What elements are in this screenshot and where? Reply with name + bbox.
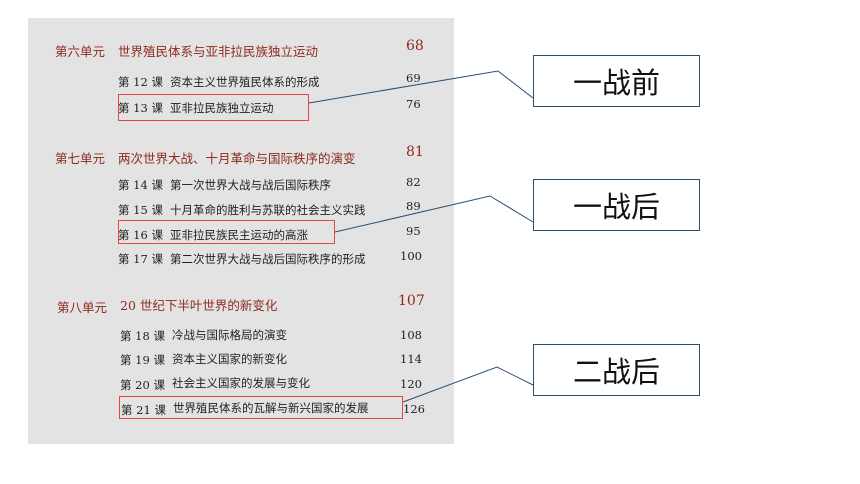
lesson-title: 第一次世界大战与战后国际秩序 — [170, 178, 331, 192]
unit-page: 68 — [406, 38, 424, 54]
unit-label: 第七单元 — [55, 151, 106, 166]
lesson-number: 第 18 课 — [120, 329, 165, 343]
lesson-title: 亚非拉民族独立运动 — [170, 101, 274, 115]
unit-title: 20 世纪下半叶世界的新变化 — [120, 298, 278, 313]
unit-page: 81 — [406, 144, 424, 160]
callout-box: 二战后 — [533, 344, 700, 396]
lesson-number: 第 12 课 — [118, 75, 163, 89]
callout-text: 一战后 — [572, 190, 660, 224]
lesson-title: 社会主义国家的发展与变化 — [172, 376, 310, 390]
table-of-contents — [28, 18, 454, 444]
lesson-number: 第 17 课 — [118, 252, 163, 266]
lesson-title: 资本主义国家的新变化 — [172, 352, 287, 366]
lesson-page: 69 — [406, 71, 421, 85]
leader-line — [334, 195, 534, 233]
leader-line — [402, 366, 534, 403]
lesson-page: 76 — [406, 97, 421, 111]
lesson-page: 126 — [403, 402, 425, 416]
highlight-box — [118, 220, 335, 244]
lesson-title: 冷战与国际格局的演变 — [172, 328, 287, 342]
lesson-number: 第 14 课 — [118, 178, 163, 192]
leader-line — [308, 70, 534, 104]
unit-page: 107 — [398, 293, 425, 309]
unit-label: 第六单元 — [55, 44, 106, 59]
lesson-title: 资本主义世界殖民体系的形成 — [170, 75, 320, 89]
unit-title: 世界殖民体系与亚非拉民族独立运动 — [118, 44, 319, 59]
highlight-box — [119, 396, 403, 419]
lesson-title: 十月革命的胜利与苏联的社会主义实践 — [170, 203, 366, 217]
lesson-page: 100 — [400, 249, 422, 263]
lesson-page: 89 — [406, 199, 421, 213]
lesson-title: 亚非拉民族民主运动的高涨 — [170, 228, 308, 242]
unit-label: 第八单元 — [57, 300, 108, 315]
lesson-number: 第 13 课 — [118, 101, 163, 115]
lesson-page: 114 — [400, 352, 422, 366]
lesson-number: 第 19 课 — [120, 353, 165, 367]
lesson-page: 95 — [406, 224, 421, 238]
callout-text: 二战后 — [572, 355, 660, 389]
lesson-page: 120 — [400, 377, 422, 391]
lesson-title: 世界殖民体系的瓦解与新兴国家的发展 — [173, 401, 369, 415]
callout-text: 一战前 — [572, 66, 660, 100]
lesson-title: 第二次世界大战与战后国际秩序的形成 — [170, 252, 366, 266]
lesson-number: 第 21 课 — [121, 403, 166, 417]
highlight-box — [118, 94, 309, 121]
lesson-number: 第 16 课 — [118, 228, 163, 242]
callout-box: 一战前 — [533, 55, 700, 107]
unit-title: 两次世界大战、十月革命与国际秩序的演变 — [118, 151, 356, 166]
lesson-page: 108 — [400, 328, 422, 342]
lesson-page: 82 — [406, 175, 421, 189]
lesson-number: 第 20 课 — [120, 378, 165, 392]
lesson-number: 第 15 课 — [118, 203, 163, 217]
callout-box: 一战后 — [533, 179, 700, 231]
